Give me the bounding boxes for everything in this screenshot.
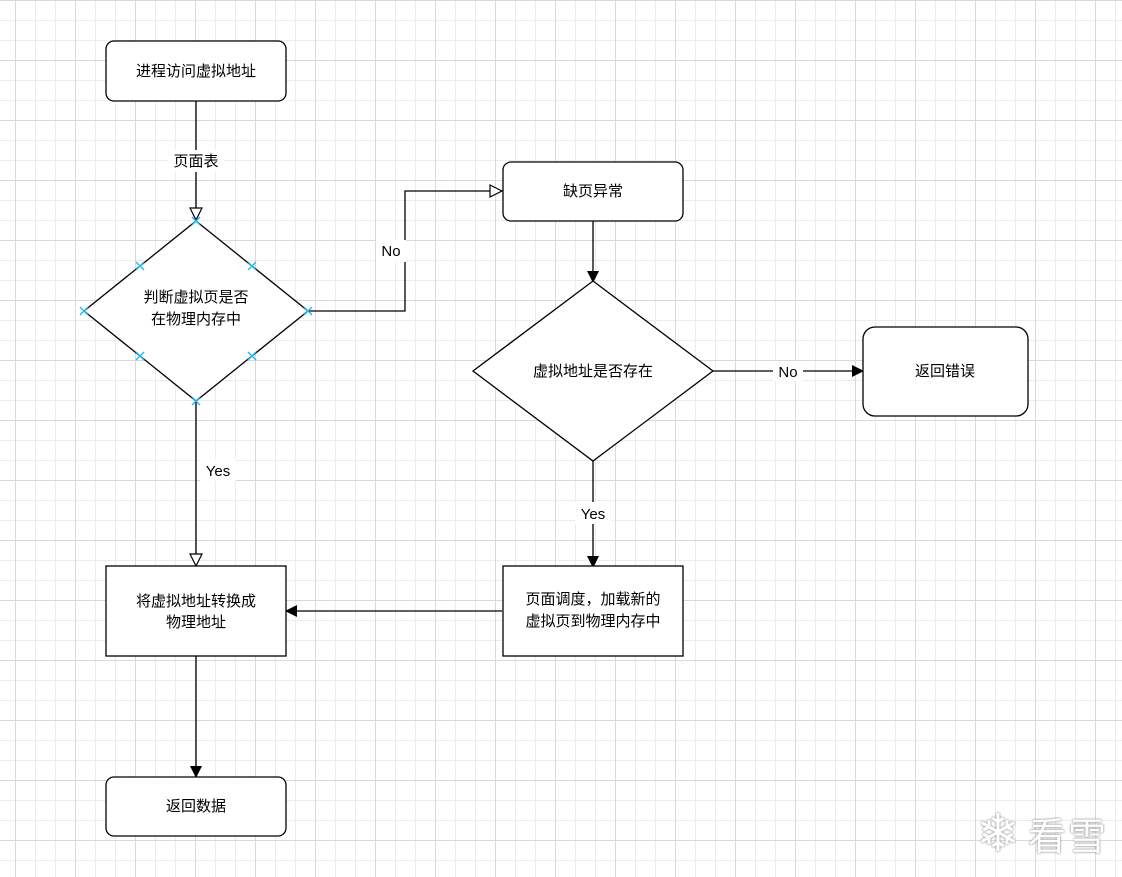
edge-labels: 页面表 No No Yes Yes [168,150,803,524]
node-load-page-label-2: 虚拟页到物理内存中 [525,612,660,630]
node-page-fault[interactable]: 缺页异常 [502,161,684,222]
node-load-page[interactable]: 页面调度，加载新的 虚拟页到物理内存中 [502,565,684,657]
selection-handles[interactable] [79,216,313,406]
node-return-data[interactable]: 返回数据 [105,776,287,837]
node-check-memory-label-2: 在物理内存中 [151,310,241,328]
snowflake-icon: ❄ [976,803,1022,864]
node-start-label: 进程访问虚拟地址 [136,62,256,80]
edge-label-page-table: 页面表 [173,153,218,170]
edge-label-yes-1: Yes [206,463,230,480]
edge-label-yes-2: Yes [581,506,605,523]
edge-label-bg [168,150,224,172]
edge-label-bg [575,502,611,524]
handle-bottom [191,396,201,406]
node-translate-label-1: 将虚拟地址转换成 [136,592,256,610]
node-return-error-label: 返回错误 [915,362,975,380]
node-return-error[interactable]: 返回错误 [862,326,1029,417]
handle-bottom-right [247,351,257,361]
handle-right [303,306,313,316]
node-load-page-label-1: 页面调度，加载新的 [525,590,660,608]
watermark: ❄ 看雪 [976,806,1108,861]
handle-left [79,306,89,316]
node-return-data-label: 返回数据 [166,797,226,815]
handle-top [191,216,201,226]
edge-label-no-1: No [381,243,400,260]
node-check-memory[interactable]: 判断虚拟页是否 在物理内存中 [82,220,310,402]
handle-top-right [247,261,257,271]
edge-label-bg [376,240,406,262]
node-translate[interactable]: 将虚拟地址转换成 物理地址 [105,565,287,657]
handle-top-left [135,261,145,271]
edge-label-bg [773,361,803,381]
node-page-fault-label: 缺页异常 [563,182,623,200]
node-check-exists[interactable]: 虚拟地址是否存在 [471,280,715,462]
edge-label-no-2: No [778,364,797,381]
node-check-exists-label: 虚拟地址是否存在 [533,362,653,380]
edge-label-bg [200,459,236,481]
node-start[interactable]: 进程访问虚拟地址 [105,40,287,102]
watermark-text: 看雪 [1027,815,1108,859]
node-translate-label-2: 物理地址 [166,613,226,631]
node-check-memory-label-1: 判断虚拟页是否 [143,288,248,306]
handle-bottom-left [135,351,145,361]
